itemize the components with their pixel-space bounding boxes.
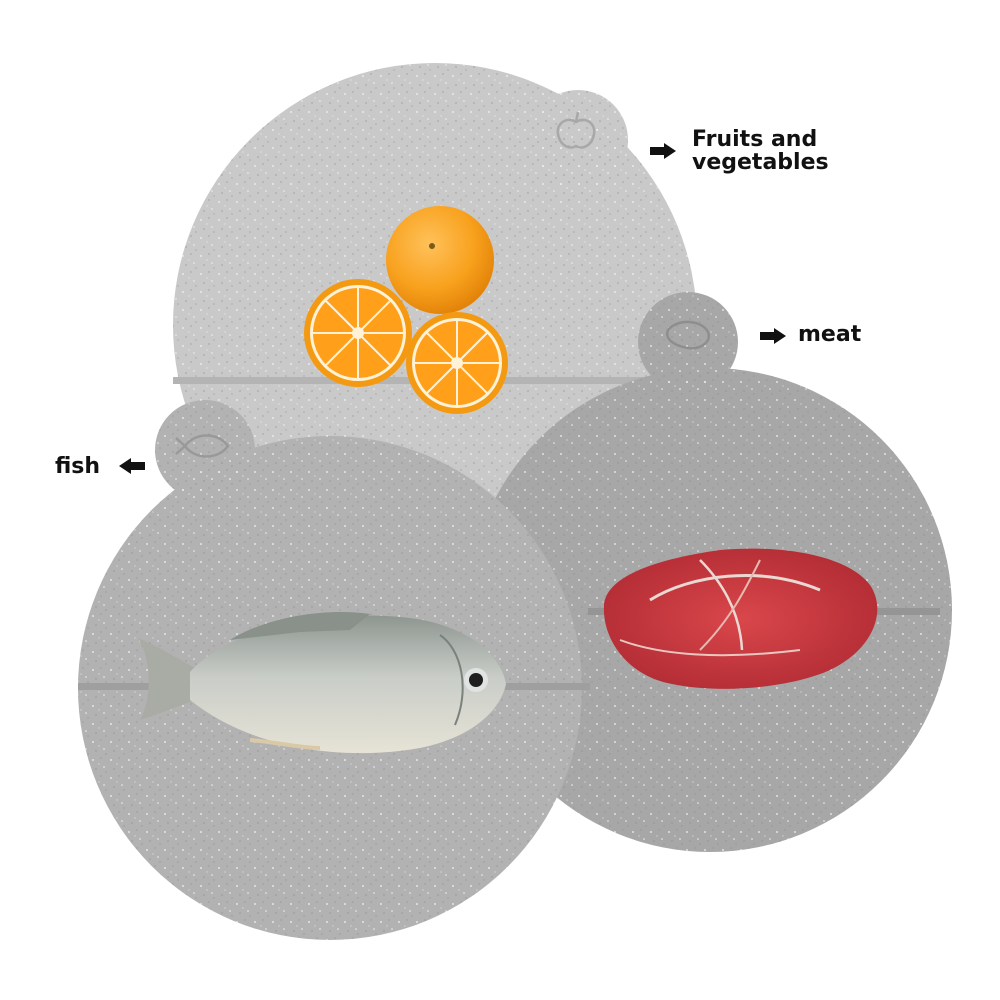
arrow-right-icon <box>650 143 676 159</box>
fish-board <box>78 400 590 940</box>
fruits-label-line2: vegetables <box>692 150 829 175</box>
meat-board <box>468 292 952 852</box>
meat-label: meat <box>798 322 862 347</box>
whole-orange <box>386 206 494 314</box>
fruits-vegetables-label: Fruits and vegetables <box>692 128 829 174</box>
arrow-left-icon <box>119 458 145 474</box>
steak-icon <box>665 320 711 350</box>
arrow-right-icon <box>760 328 786 344</box>
apple-icon <box>556 111 596 149</box>
orange-slice-left <box>304 279 412 387</box>
fruits-label-line1: Fruits and <box>692 127 818 152</box>
whole-fish <box>138 611 506 754</box>
orange-slice-right <box>406 312 508 414</box>
fish-label: fish <box>55 454 101 479</box>
raw-steak <box>603 548 878 689</box>
fish-icon <box>175 434 230 458</box>
